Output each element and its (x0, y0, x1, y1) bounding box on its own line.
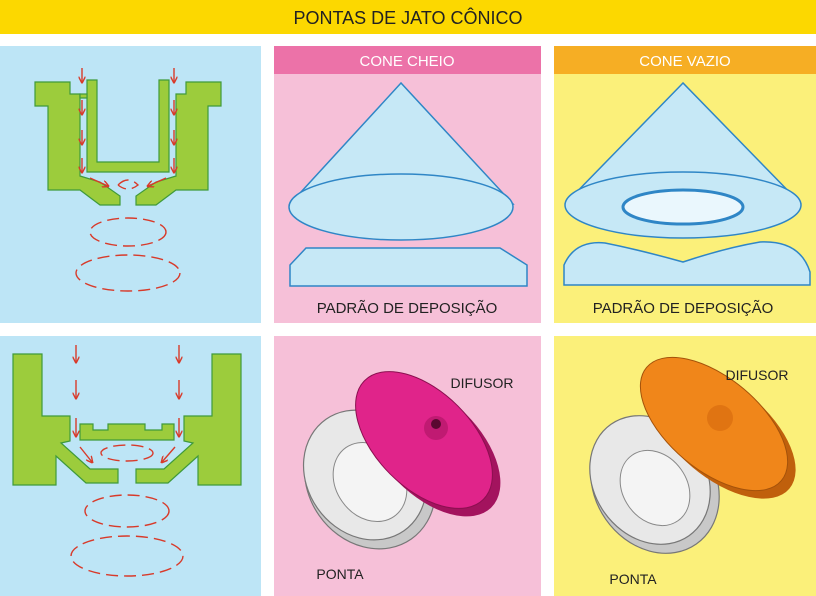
full-cone-pattern-label: PADRÃO DE DEPOSIÇÃO (317, 300, 498, 317)
hollow-cone-pattern-label: PADRÃO DE DEPOSIÇÃO (593, 300, 774, 317)
hollow-cone-header-label: CONE VAZIO (639, 53, 730, 70)
full-cone-panel: CONE CHEIO PADRÃO DE DEPOSIÇÃO (274, 46, 541, 323)
hollow-cone-panel: CONE VAZIO PADRÃO DE DEPOSIÇÃO (554, 46, 816, 323)
hollow-cone-diffuser-label: DIFUSOR (726, 367, 789, 383)
full-cone-parts-panel: DIFUSOR PONTA (274, 336, 541, 596)
full-cone-header-label: CONE CHEIO (359, 53, 454, 70)
title-bar (0, 0, 816, 34)
hollow-cone-deposition-pattern (563, 241, 811, 286)
page-title: PONTAS DE JATO CÔNICO (293, 7, 522, 28)
full-cone-nozzle-section (0, 46, 261, 323)
diffuser-part-magenta (355, 371, 501, 517)
hollow-cone-tip-label: PONTA (609, 571, 657, 587)
full-cone-tip-label: PONTA (316, 566, 364, 582)
spray-swirl (70, 444, 184, 577)
tip-part-grey (589, 415, 720, 554)
full-cone-header (274, 46, 541, 74)
hollow-cone-header (554, 46, 816, 74)
flow-arrows (82, 68, 174, 186)
full-cone-deposition-pattern (289, 247, 528, 287)
hollow-cone-nozzle-section (0, 336, 261, 596)
diffuser-part-orange (639, 356, 796, 499)
hollow-cone-parts-panel: DIFUSOR PONTA (554, 336, 816, 596)
flow-arrows (76, 345, 179, 462)
spray-swirl (75, 179, 181, 292)
full-cone-diffuser-label: DIFUSOR (451, 375, 514, 391)
